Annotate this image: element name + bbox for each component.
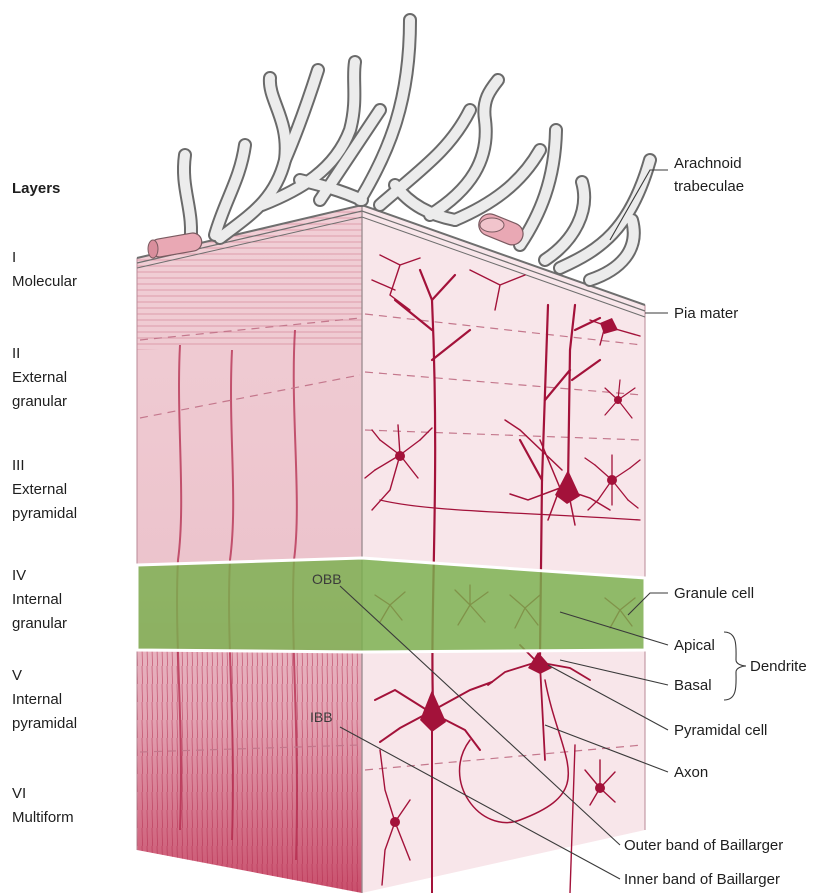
ibb-label: IBB xyxy=(310,709,333,725)
stellate-soma-c xyxy=(614,396,622,404)
layer-4-name-line1: Internal xyxy=(12,591,62,608)
layer-1-numeral: I xyxy=(12,249,16,266)
outer-band-label: Outer band of Baillarger xyxy=(624,837,783,854)
layer-2-numeral: II xyxy=(12,345,20,362)
stellate-soma-a xyxy=(395,451,405,461)
pia-mater-label: Pia mater xyxy=(674,305,738,322)
left-face-deep-fibres xyxy=(137,650,362,893)
left-face-striae xyxy=(137,205,362,350)
layer-3-name-line1: External xyxy=(12,481,67,498)
callout-labels: Arachnoid trabeculae Pia mater Granule c… xyxy=(624,155,807,888)
stellate-soma-b xyxy=(607,475,617,485)
apical-label: Apical xyxy=(674,637,715,654)
arachnoid-label-line2: trabeculae xyxy=(674,178,744,195)
pyramidal-cell-label: Pyramidal cell xyxy=(674,722,767,739)
cortex-block xyxy=(137,205,645,893)
layer-5-numeral: V xyxy=(12,667,22,684)
layer-1-name: Molecular xyxy=(12,273,77,290)
layer6-soma-b xyxy=(595,783,605,793)
layer-3-name-line2: pyramidal xyxy=(12,505,77,522)
cut-vessel-right xyxy=(475,211,526,249)
granule-cell-label: Granule cell xyxy=(674,585,754,602)
basal-label: Basal xyxy=(674,677,712,694)
layer6-soma-a xyxy=(390,817,400,827)
layer-5-name-line1: Internal xyxy=(12,691,62,708)
layers-heading: Layers xyxy=(12,180,60,197)
layer-4-numeral: IV xyxy=(12,567,26,584)
inner-band-label: Inner band of Baillarger xyxy=(624,871,780,888)
dendrite-bracket xyxy=(724,632,746,700)
layer-5-name-line2: pyramidal xyxy=(12,715,77,732)
obb-label: OBB xyxy=(312,571,342,587)
layer-6-name: Multiform xyxy=(12,809,74,826)
axon-label: Axon xyxy=(674,764,708,781)
layer-6-numeral: VI xyxy=(12,785,26,802)
layer-labels: Layers I Molecular II External granular … xyxy=(12,180,77,826)
dendrite-label: Dendrite xyxy=(750,658,807,675)
arachnoid-label-line1: Arachnoid xyxy=(674,155,742,172)
layer-4-name-line2: granular xyxy=(12,615,67,632)
layer-3-numeral: III xyxy=(12,457,25,474)
layer-2-name-line2: granular xyxy=(12,393,67,410)
layer-2-name-line1: External xyxy=(12,369,67,386)
layer-iv-highlight xyxy=(137,558,645,652)
